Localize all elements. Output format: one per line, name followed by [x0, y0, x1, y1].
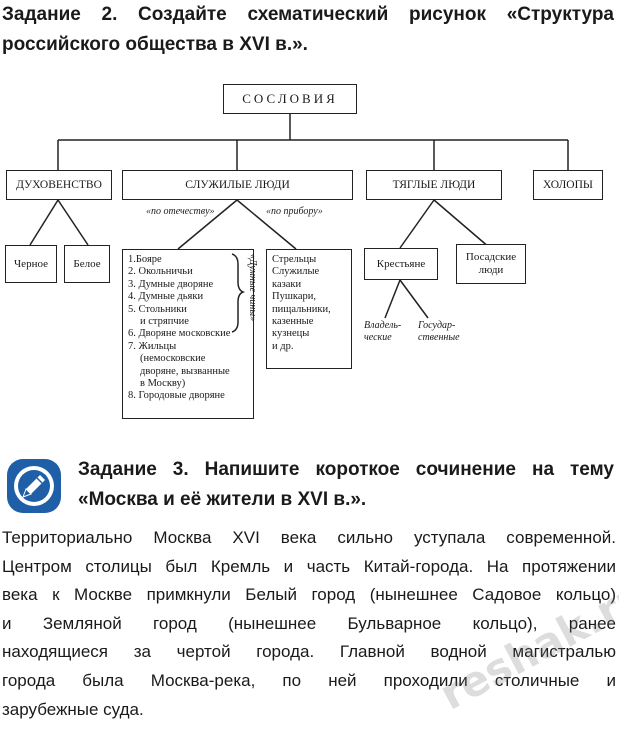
note-line: Государ-: [418, 320, 456, 331]
by-fatherland-note: «по отечеству»: [146, 206, 215, 217]
by-fatherland-list: 1.Бояре 2. Окольничьи 3. Думные дворяне …: [122, 249, 254, 419]
townspeople-label: Посадские: [465, 251, 517, 263]
society-structure-diagram: СОСЛОВИЯ ДУХОВЕНСТВО СЛУЖИЛЫЕ ЛЮДИ ТЯГЛЫ…: [0, 78, 619, 438]
task-3-title-line: Задание 3. Напишите короткое сочинение н…: [78, 459, 614, 480]
townspeople-box: Посадские люди: [456, 244, 526, 284]
list-item: кузнецы: [272, 328, 310, 340]
list-item: дворяне, вызванные: [140, 365, 230, 377]
task-2-title-line: Задание 2. Создайте схематический рисуно…: [2, 4, 614, 25]
list-item: пищальники,: [272, 303, 331, 315]
note-line: Владель-: [364, 320, 402, 331]
note-line: ческие: [364, 332, 392, 343]
white-clergy-box: Белое: [64, 245, 110, 283]
diagram-connector-lines: [29, 114, 569, 333]
duma-ranks-note: «Думные чины»: [247, 254, 258, 322]
clergy-box: ДУХОВЕНСТВО: [6, 170, 112, 200]
townspeople-label: люди: [478, 264, 504, 276]
essay-line: Центром столицы был Кремль и часть Китай…: [2, 556, 616, 576]
list-item: и др.: [272, 340, 294, 352]
estates-root-box: СОСЛОВИЯ: [223, 84, 357, 114]
essay-line: зарубежные суда.: [2, 699, 144, 719]
list-item: 4. Думные дьяки: [128, 291, 204, 303]
essay-line: города была Москва-река, по ней проходил…: [2, 670, 616, 690]
list-item: 3. Думные дворяне: [128, 278, 214, 290]
essay-text: Территориально Москва XVI века сильно ус…: [2, 524, 616, 724]
task-2-title-line: российского общества в XVI в.».: [2, 34, 308, 55]
list-item: (немосковские: [140, 353, 206, 365]
task-3-title-line: «Москва и её жители в XVI в.».: [78, 489, 367, 510]
essay-line: и Земляной город (нынешнее Бульварное ко…: [2, 613, 616, 633]
essay-line: века к Москве примкнули Белый город (нын…: [2, 585, 616, 605]
peasants-box: Крестьяне: [364, 248, 438, 280]
list-item: 2. Окольничьи: [128, 266, 193, 278]
list-item: 6. Дворяне московские: [128, 328, 231, 340]
list-item: казенные: [272, 316, 314, 328]
essay-line: находящиеся за чертой города. Главной во…: [2, 642, 616, 662]
task-2-title: Задание 2. Создайте схематический рисуно…: [2, 0, 614, 60]
list-item: 7. Жильцы: [128, 340, 177, 352]
black-clergy-box: Черное: [5, 245, 57, 283]
owned-peasants-note: Владель- ческие: [364, 320, 401, 344]
list-item: 5. Стольники: [128, 303, 187, 315]
pen-edit-icon: [6, 458, 62, 514]
note-line: ственные: [418, 332, 460, 343]
list-item: Служилые: [272, 266, 320, 278]
list-item: и стряпчие: [140, 316, 189, 328]
serving-people-box: СЛУЖИЛЫЕ ЛЮДИ: [122, 170, 353, 200]
list-item: Пушкари,: [272, 291, 317, 303]
list-item: Стрельцы: [272, 254, 317, 265]
task-3-title: Задание 3. Напишите короткое сочинение н…: [78, 455, 614, 515]
list-item: казаки: [272, 278, 302, 290]
essay-line: Территориально Москва XVI века сильно ус…: [2, 528, 616, 547]
list-item: 8. Городовые дворяне: [128, 390, 225, 402]
by-instrument-list: Стрельцы Служилые казаки Пушкари, пищаль…: [266, 249, 352, 369]
by-instrument-note: «по прибору»: [266, 206, 323, 217]
state-peasants-note: Государ- ственные: [418, 320, 460, 344]
list-item: 1.Бояре: [128, 254, 162, 265]
taxable-people-box: ТЯГЛЫЕ ЛЮДИ: [366, 170, 502, 200]
list-item: в Москву): [140, 378, 186, 390]
serfs-box: ХОЛОПЫ: [533, 170, 603, 200]
